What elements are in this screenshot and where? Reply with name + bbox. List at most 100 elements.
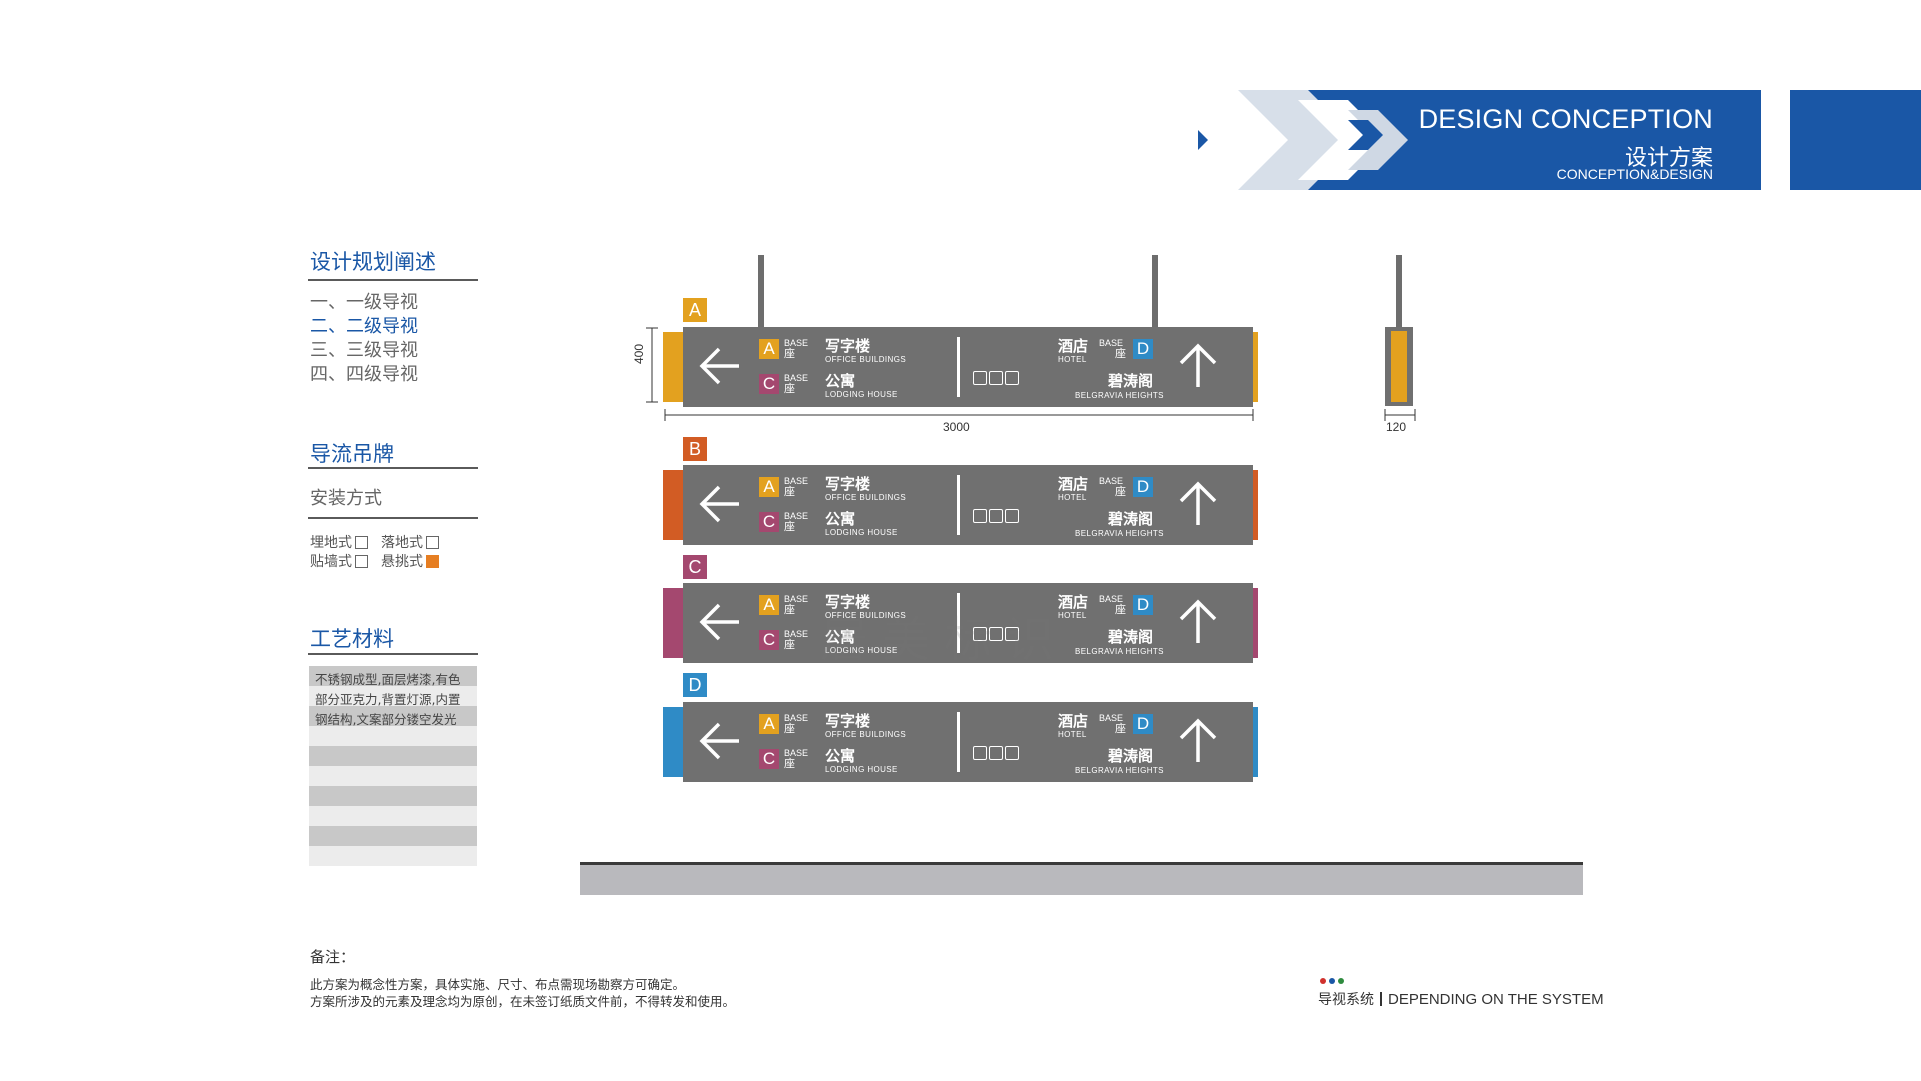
variant-tag-b: B bbox=[683, 437, 707, 461]
destination-name-en: HOTEL bbox=[1058, 730, 1087, 739]
building-letter-badge: A bbox=[759, 714, 779, 734]
base-label-zh: 座 bbox=[1115, 722, 1126, 735]
checkbox-icon bbox=[355, 535, 368, 549]
destination-name-zh: 碧涛阁 bbox=[1108, 747, 1154, 765]
base-label-zh: 座 bbox=[784, 757, 795, 770]
sign-end-cap-left bbox=[663, 588, 685, 658]
destination-name-zh: 酒店 bbox=[1058, 475, 1089, 493]
install-option-suspended: 悬挑式 bbox=[381, 551, 439, 571]
footer-separator bbox=[1380, 992, 1382, 1006]
height-dimension-line bbox=[646, 327, 658, 403]
stairs-icon bbox=[1005, 509, 1019, 523]
material-text: 不锈钢成型,面层烤漆,有色 bbox=[315, 672, 461, 687]
destination-name-zh: 碧涛阁 bbox=[1108, 628, 1154, 646]
nav-level-1[interactable]: 一、一级导视 bbox=[310, 292, 418, 313]
sign-end-cap-left bbox=[663, 470, 685, 540]
material-stripe bbox=[309, 686, 477, 706]
hanging-pole bbox=[758, 255, 764, 328]
chevron-decoration bbox=[1198, 90, 1408, 190]
destination-name-en: OFFICE BUILDINGS bbox=[825, 611, 907, 620]
restroom-icon bbox=[989, 627, 1003, 641]
restroom-icon bbox=[989, 509, 1003, 523]
destination-name-zh: 酒店 bbox=[1058, 712, 1089, 730]
building-letter-badge: C bbox=[759, 374, 779, 394]
sign-board-b: A BASE 座 写字楼 OFFICE BUILDINGS C BASE 座 公… bbox=[683, 465, 1253, 545]
base-label-en: BASE bbox=[784, 511, 809, 521]
brand-dots bbox=[1320, 978, 1344, 984]
base-label-zh: 座 bbox=[784, 520, 795, 533]
base-label-zh: 座 bbox=[784, 722, 795, 735]
footer-label-en: DEPENDING ON THE SYSTEM bbox=[1388, 990, 1604, 1008]
material-stripe bbox=[309, 846, 477, 866]
checkbox-icon bbox=[426, 535, 439, 549]
restroom-icon bbox=[989, 746, 1003, 760]
ground-bar bbox=[580, 862, 1583, 895]
arrow-left-icon bbox=[699, 485, 739, 523]
install-option-buried: 埋地式 bbox=[310, 532, 368, 552]
destination-name-zh: 公寓 bbox=[825, 510, 856, 528]
restroom-icon bbox=[989, 371, 1003, 385]
option-label: 贴墙式 bbox=[310, 554, 352, 570]
elevator-icon bbox=[973, 746, 987, 760]
material-stripe bbox=[309, 826, 477, 846]
building-letter-badge: A bbox=[759, 339, 779, 359]
base-label-zh: 座 bbox=[1115, 485, 1126, 498]
destination-name-zh: 碧涛阁 bbox=[1108, 510, 1154, 528]
destination-name-en: BELGRAVIA HEIGHTS bbox=[1075, 766, 1164, 775]
hanging-pole bbox=[1152, 255, 1158, 328]
variant-tag-a: A bbox=[683, 298, 707, 322]
sign-side-view bbox=[1385, 327, 1413, 406]
material-stripe bbox=[309, 746, 477, 766]
sign-end-cap-left bbox=[663, 332, 685, 402]
destination-name-zh: 写字楼 bbox=[825, 593, 871, 611]
notes-title: 备注： bbox=[310, 948, 356, 966]
banner-subtitle-en: CONCEPTION&DESIGN bbox=[1556, 166, 1713, 182]
sign-divider bbox=[957, 712, 960, 772]
nav-level-2[interactable]: 二、二级导视 bbox=[310, 316, 418, 337]
option-label: 埋地式 bbox=[310, 535, 352, 551]
width-dimension: 3000 bbox=[943, 420, 970, 434]
arrow-up-icon bbox=[1179, 481, 1217, 525]
facility-icons bbox=[973, 509, 1019, 523]
sign-board-d: A BASE 座 写字楼 OFFICE BUILDINGS C BASE 座 公… bbox=[683, 702, 1253, 782]
base-label-en: BASE bbox=[784, 373, 809, 383]
base-label-en: BASE bbox=[1099, 476, 1124, 486]
height-dimension: 400 bbox=[632, 343, 646, 364]
notes-line: 此方案为概念性方案，具体实施、尺寸、布点需现场勘察方可确定。 bbox=[310, 977, 686, 992]
base-label-zh: 座 bbox=[784, 603, 795, 616]
base-label-en: BASE bbox=[784, 476, 809, 486]
nav-level-3[interactable]: 三、三级导视 bbox=[310, 340, 418, 361]
sign-end-cap-left bbox=[663, 707, 685, 777]
dot bbox=[1320, 978, 1326, 984]
banner-title-en: DESIGN CONCEPTION bbox=[1418, 104, 1713, 134]
base-label-en: BASE bbox=[1099, 594, 1124, 604]
destination-name-zh: 写字楼 bbox=[825, 712, 871, 730]
material-stripe bbox=[309, 786, 477, 806]
destination-name-en: BELGRAVIA HEIGHTS bbox=[1075, 529, 1164, 538]
building-letter-badge: A bbox=[759, 595, 779, 615]
option-label: 落地式 bbox=[381, 535, 423, 551]
destination-name-en: OFFICE BUILDINGS bbox=[825, 355, 907, 364]
hanging-pole bbox=[1396, 255, 1402, 327]
base-label-en: BASE bbox=[784, 338, 809, 348]
sign-type-title: 导流吊牌 bbox=[310, 442, 394, 466]
plan-section-title: 设计规划阐述 bbox=[310, 250, 436, 274]
stairs-icon bbox=[1005, 371, 1019, 385]
base-label-en: BASE bbox=[784, 748, 809, 758]
building-letter-badge: D bbox=[1133, 595, 1153, 615]
destination-name-zh: 公寓 bbox=[825, 747, 856, 765]
banner-title-zh: 设计方案 bbox=[1624, 146, 1713, 171]
destination-name-en: HOTEL bbox=[1058, 493, 1087, 502]
header-banner: DESIGN CONCEPTION 设计方案 CONCEPTION&DESIGN bbox=[1198, 90, 1761, 190]
destination-name-en: HOTEL bbox=[1058, 611, 1087, 620]
sign-divider bbox=[957, 593, 960, 653]
checkbox-checked-icon bbox=[426, 554, 439, 568]
nav-level-4[interactable]: 四、四级导视 bbox=[310, 364, 418, 385]
destination-name-zh: 写字楼 bbox=[825, 337, 871, 355]
arrow-left-icon bbox=[699, 722, 739, 760]
arrow-left-icon bbox=[699, 347, 739, 385]
install-method-label: 安装方式 bbox=[310, 488, 382, 509]
footer-label-zh: 导视系统 bbox=[1318, 992, 1374, 1008]
facility-icons bbox=[973, 746, 1019, 760]
destination-name-en: HOTEL bbox=[1058, 355, 1087, 364]
